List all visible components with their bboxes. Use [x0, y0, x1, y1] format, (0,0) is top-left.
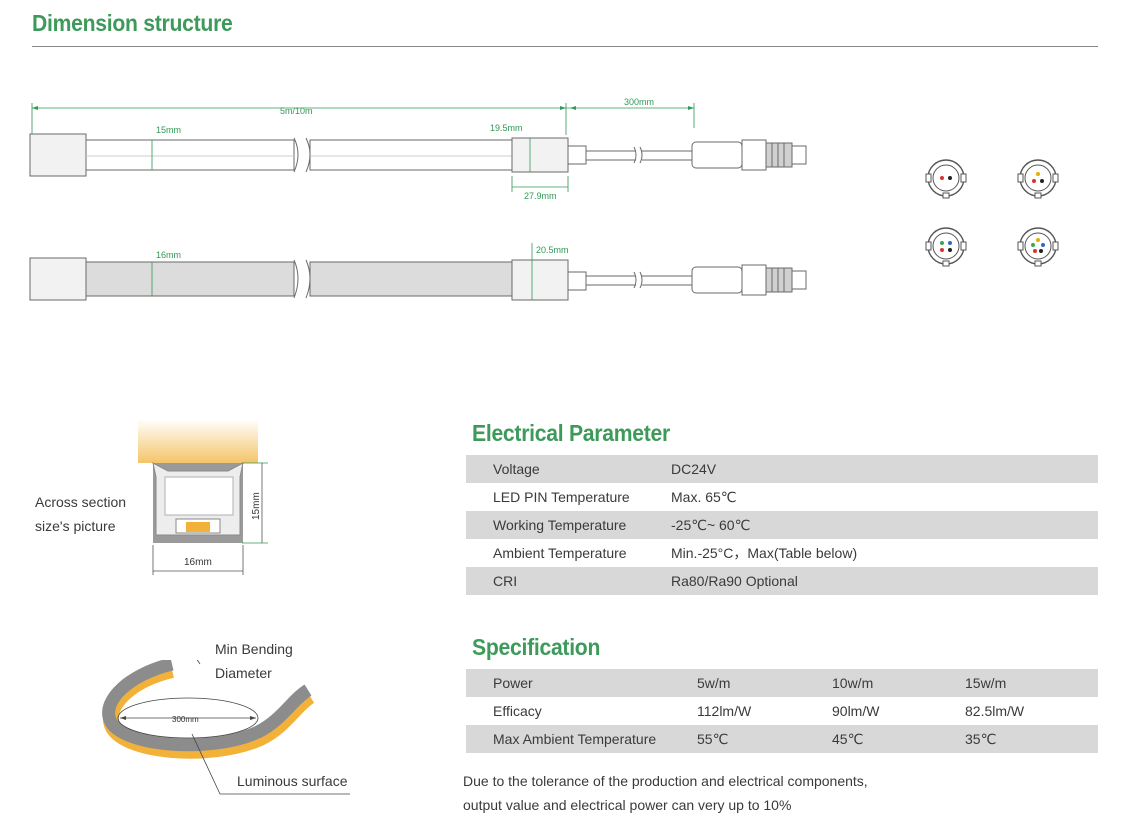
cross-section-caption: Across section size's picture: [35, 490, 126, 538]
bending-drawing: 300mm: [102, 660, 350, 795]
table-row: Voltage DC24V: [466, 455, 1098, 483]
spec-label: Efficacy: [493, 703, 542, 719]
param-value: Max. 65℃: [671, 488, 737, 505]
strip-2: [29, 257, 807, 301]
param-label: Voltage: [466, 455, 671, 483]
table-row: Working Temperature -25℃~ 60℃: [466, 511, 1098, 539]
bending-caption: Min Bending Diameter: [215, 637, 293, 685]
table-row: CRI Ra80/Ra90 Optional: [466, 567, 1098, 595]
tolerance-note-line2: output value and electrical power can ve…: [463, 797, 792, 813]
spec-value: 112lm/W: [697, 703, 752, 719]
specification-table: Power 5w/m 10w/m 15w/m Efficacy 112lm/W …: [466, 669, 1098, 753]
spec-value: 55℃: [697, 725, 832, 753]
connector-3pin: [1017, 159, 1059, 199]
luminous-surface-label: Luminous surface: [237, 773, 348, 789]
table-row: Ambient Temperature Min.-25°C，Max(Table …: [466, 539, 1098, 567]
specification-title: Specification: [472, 634, 601, 660]
param-value: Ra80/Ra90 Optional: [671, 567, 1098, 595]
table-row: Efficacy 112lm/W 90lm/W 82.5lm/W: [466, 697, 1098, 725]
strip1-height-label: 15mm: [156, 125, 181, 135]
param-value: DC24V: [671, 455, 1098, 483]
light-glow: [138, 419, 258, 463]
cap2-height-label: 20.5mm: [536, 245, 569, 255]
connector-5pin: [1017, 227, 1059, 267]
title-divider: [32, 46, 1098, 47]
table-row: Power 5w/m 10w/m 15w/m: [466, 669, 1098, 697]
bend-diameter-label: 300mm: [172, 715, 199, 724]
table-row: LED PIN Temperature Max. 65℃: [466, 483, 1098, 511]
param-label: CRI: [466, 567, 671, 595]
strip-1: [29, 133, 807, 177]
bending-caption-line1: Min Bending: [215, 641, 293, 657]
spec-value: 90lm/W: [832, 703, 880, 719]
section-height-label: 15mm: [251, 492, 262, 520]
cross-section-caption-line2: size's picture: [35, 518, 116, 534]
spec-value: 10w/m: [832, 669, 965, 697]
strip2-height-label: 16mm: [156, 250, 181, 260]
spec-value: 15w/m: [965, 669, 1098, 697]
connector-2pin: [925, 159, 967, 199]
param-value: Min.-25°C，Max(Table below): [671, 545, 858, 561]
spec-value: 82.5lm/W: [965, 703, 1025, 719]
spec-value: 35℃: [965, 725, 1098, 753]
strip-dimension-drawing: 5m/10m 300mm 15mm 19.5mm 27.9mm: [29, 97, 807, 301]
led-chip: [186, 522, 210, 532]
spec-value: 45℃: [832, 725, 965, 753]
electrical-table: Voltage DC24V LED PIN Temperature Max. 6…: [466, 455, 1098, 595]
tolerance-note: Due to the tolerance of the production a…: [463, 769, 868, 817]
param-label: Working Temperature: [466, 511, 671, 539]
spec-label: Max Ambient Temperature: [466, 725, 697, 753]
connector-pin-diagrams: [925, 159, 1059, 267]
cap1-height-label: 19.5mm: [490, 123, 523, 133]
bending-caption-line2: Diameter: [215, 665, 272, 681]
param-label: LED PIN Temperature: [493, 489, 630, 505]
cable-length-label: 300mm: [624, 97, 654, 107]
connector-4pin: [925, 227, 967, 267]
spec-label: Power: [466, 669, 697, 697]
spec-value: 5w/m: [697, 669, 832, 697]
section-width-label: 16mm: [184, 557, 212, 568]
electrical-title: Electrical Parameter: [472, 420, 670, 446]
tolerance-note-line1: Due to the tolerance of the production a…: [463, 773, 868, 789]
param-value: -25℃~ 60℃: [671, 511, 1098, 539]
cap1-width-label: 27.9mm: [524, 191, 557, 201]
cross-section-caption-line1: Across section: [35, 494, 127, 510]
dimension-title: Dimension structure: [32, 10, 233, 36]
length-label: 5m/10m: [280, 106, 313, 116]
table-row: Max Ambient Temperature 55℃ 45℃ 35℃: [466, 725, 1098, 753]
param-label: Ambient Temperature: [493, 545, 627, 561]
cross-section-drawing: 15mm 16mm: [138, 419, 268, 575]
